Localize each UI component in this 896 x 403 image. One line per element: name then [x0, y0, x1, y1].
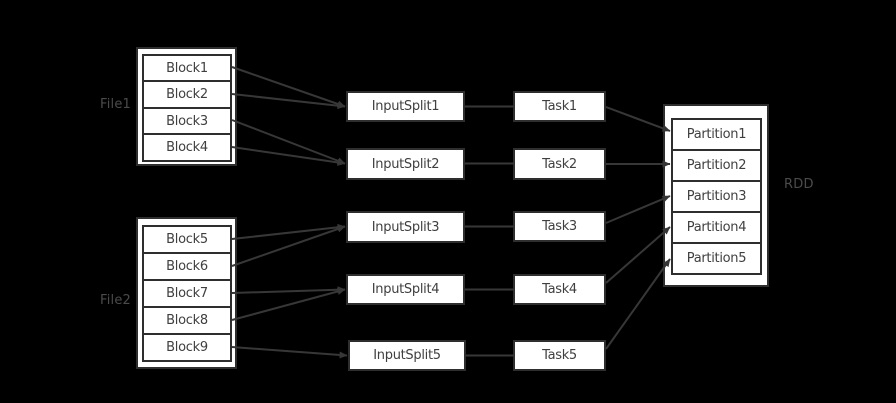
edge-block5-to-inputsplit3: [231, 223, 346, 240]
edge-block6-to-inputsplit3: [231, 225, 346, 267]
edge-block7-to-inputsplit4: [231, 286, 346, 294]
block6-box: Block6: [142, 252, 232, 281]
file1-label: File1: [100, 97, 132, 112]
task3-box: Task3: [513, 211, 606, 242]
block7-box: Block7: [142, 279, 232, 308]
edge-block9-to-inputsplit5: [231, 346, 348, 359]
task2-box: Task2: [513, 148, 606, 180]
block4-box: Block4: [142, 133, 232, 162]
edge-task5-to-partition5: [605, 258, 671, 350]
partition2-box: Partition2: [671, 149, 762, 182]
block5-box: Block5: [142, 225, 232, 254]
edge-task3-to-partition3: [605, 195, 671, 224]
inputsplit1-box: InputSplit1: [346, 91, 465, 122]
inputsplit2-box: InputSplit2: [346, 148, 465, 180]
partition5-box: Partition5: [671, 242, 762, 275]
task1-box: Task1: [513, 91, 606, 122]
inputsplit4-box: InputSplit4: [346, 274, 465, 305]
edge-task4-to-partition4: [605, 226, 671, 284]
inputsplit5-box: InputSplit5: [348, 340, 466, 371]
rdd-label: RDD: [784, 177, 814, 192]
block9-box: Block9: [142, 333, 232, 362]
edge-block1-to-inputsplit1: [231, 66, 346, 108]
edge-task1-to-partition1: [605, 106, 671, 132]
partition3-box: Partition3: [671, 180, 762, 213]
edge-block4-to-inputsplit2: [231, 146, 346, 166]
block8-box: Block8: [142, 306, 232, 335]
block2-box: Block2: [142, 80, 232, 109]
edge-block3-to-inputsplit2: [231, 119, 346, 165]
edge-block2-to-inputsplit1: [231, 93, 346, 110]
inputsplit3-box: InputSplit3: [346, 211, 465, 243]
block1-box: Block1: [142, 54, 232, 82]
task5-box: Task5: [513, 340, 606, 371]
partition1-box: Partition1: [671, 118, 762, 151]
task4-box: Task4: [513, 274, 606, 305]
file2-label: File2: [100, 293, 132, 308]
edge-block8-to-inputsplit4: [231, 288, 346, 321]
partition4-box: Partition4: [671, 211, 762, 244]
block3-box: Block3: [142, 107, 232, 135]
